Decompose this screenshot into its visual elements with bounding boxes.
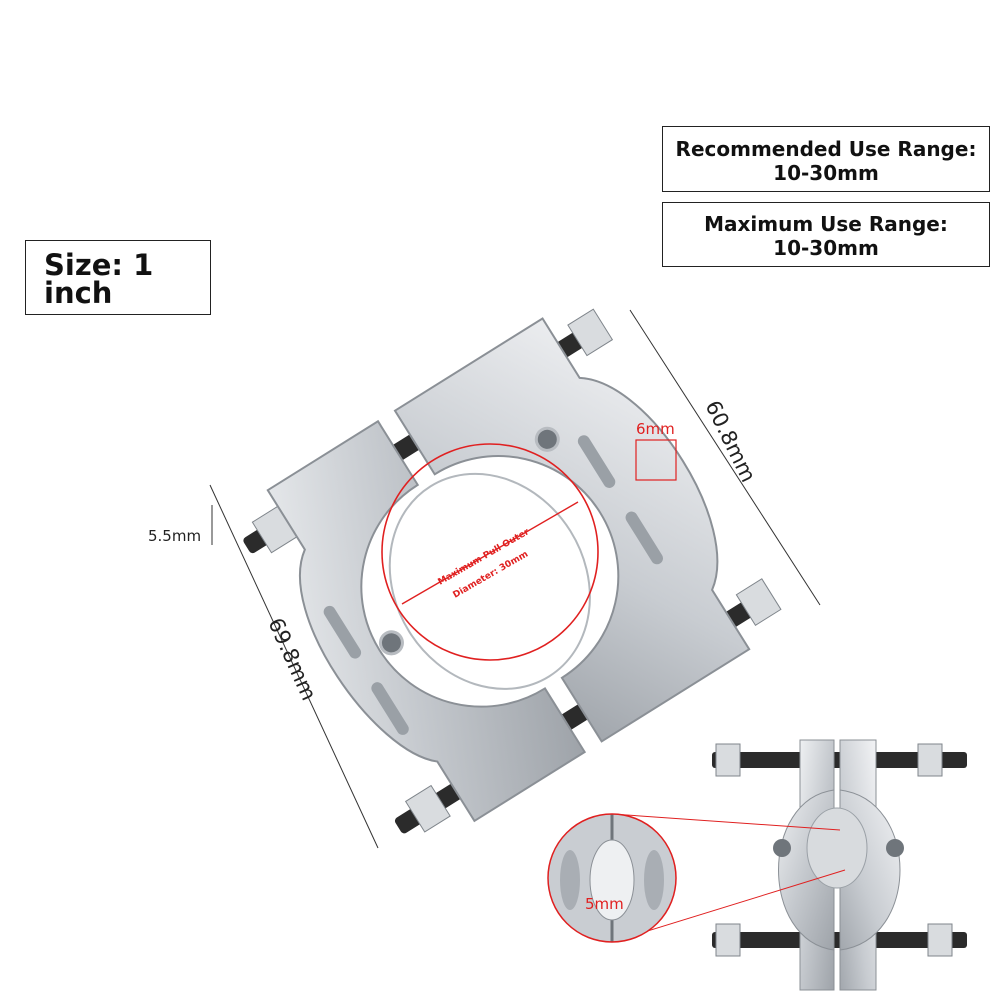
slot-right-1	[577, 435, 616, 488]
zoom-line-top	[611, 813, 841, 831]
recommended-range-box: Recommended Use Range: 10-30mm	[662, 126, 990, 192]
maximum-range-box: Maximum Use Range: 10-30mm	[662, 202, 990, 267]
recommended-range-value: 10-30mm	[773, 161, 879, 185]
size-label-line2: inch	[44, 276, 113, 310]
max-diameter-arrow	[401, 501, 579, 605]
hole-marker-box	[635, 439, 677, 481]
size-label-line1: Size: 1	[44, 248, 154, 282]
main-tool	[243, 308, 782, 834]
bore	[388, 472, 591, 690]
nut-lower-right	[735, 578, 782, 626]
nut-upper-right	[567, 308, 614, 357]
hole-left	[378, 630, 404, 656]
edge-gap-label: 5mm	[585, 895, 624, 913]
size-label-box: Size: 1 inch	[25, 240, 211, 315]
jaw-right	[393, 317, 751, 743]
bolt-diameter-dimension: 5.5mm	[148, 527, 201, 545]
dimension-lines	[209, 309, 821, 849]
slot-right-2	[625, 511, 663, 565]
jaw-left	[266, 419, 587, 823]
recommended-range-label: Recommended Use Range:	[675, 137, 977, 161]
zoom-circle	[547, 813, 677, 943]
max-diameter-circle	[381, 443, 599, 661]
width-dimension: 60.8mm	[701, 397, 761, 486]
maximum-range-label: Maximum Use Range:	[704, 212, 948, 236]
zoom-detail	[548, 814, 676, 942]
slot-left-2	[371, 682, 409, 735]
zoom-line-bottom	[611, 869, 846, 943]
hole-right	[534, 426, 560, 452]
inset-product-view	[712, 739, 967, 991]
nut-lower-left	[404, 784, 451, 833]
slot-left-1	[323, 605, 362, 659]
maximum-range-value: 10-30mm	[773, 236, 879, 260]
hole-size-label: 6mm	[636, 420, 675, 438]
